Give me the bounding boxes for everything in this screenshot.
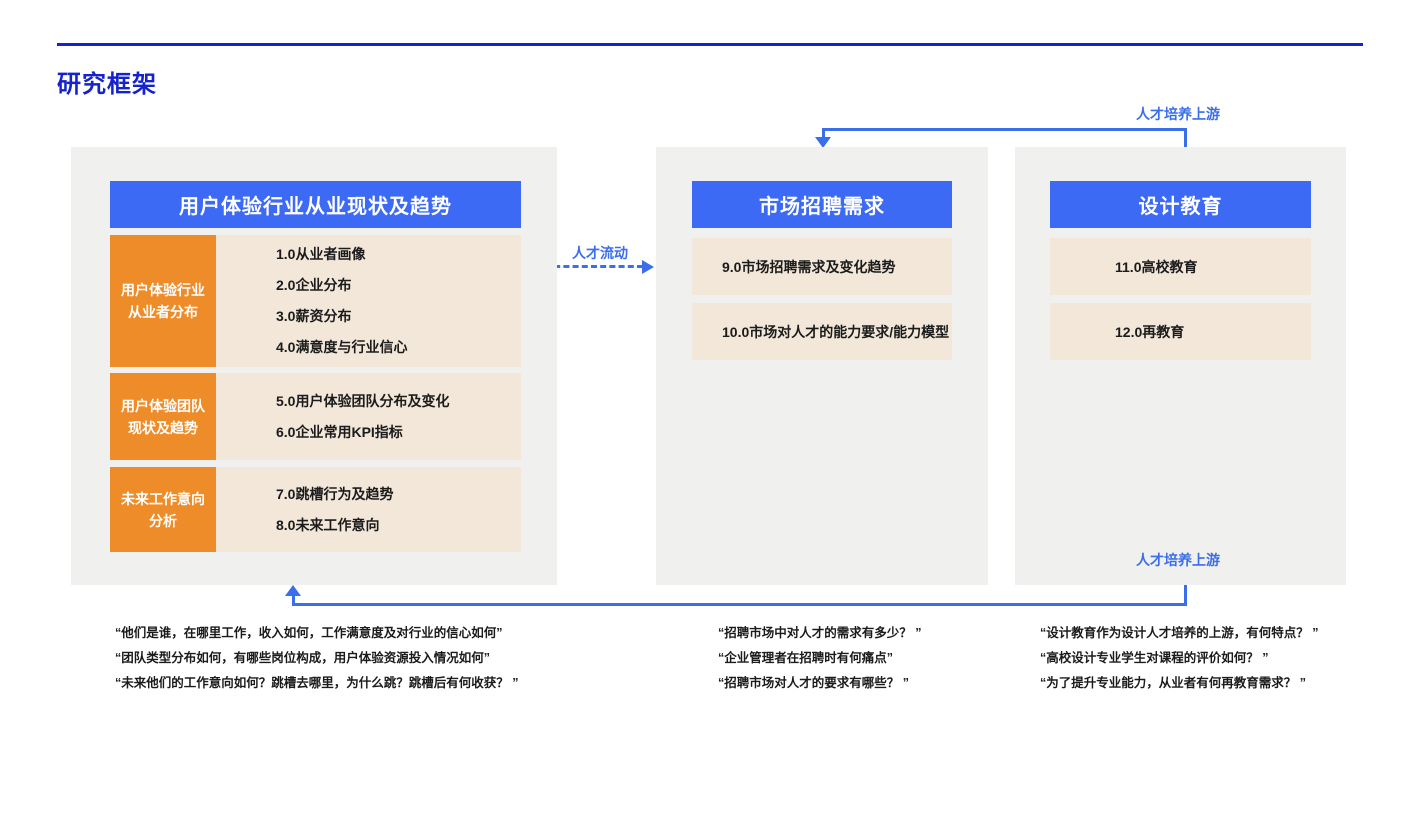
- top-arrow-line: [822, 128, 1187, 147]
- quotes-ux-industry: “他们是谁，在哪里工作，收入如何，工作满意度及对行业的信心如何” “团队类型分布…: [115, 621, 518, 696]
- bottom-arrow-line: [292, 585, 1187, 606]
- row-items-future-intent: 7.0跳槽行为及趋势 8.0未来工作意向: [216, 467, 521, 552]
- list-item: 3.0薪资分布: [276, 308, 352, 324]
- row-label-future-intent: 未来工作意向 分析: [110, 467, 216, 552]
- quote-line: “团队类型分布如何，有哪些岗位构成，用户体验资源投入情况如何”: [115, 651, 491, 665]
- top-arrow-segment: [822, 128, 825, 139]
- panel-market-recruitment: 市场招聘需求 9.0市场招聘需求及变化趋势 10.0市场对人才的能力要求/能力模…: [656, 147, 988, 585]
- row-label-team-status: 用户体验团队 现状及趋势: [110, 373, 216, 460]
- flow-arrow-dashed-line: [545, 265, 643, 268]
- arrowhead-up-icon: [285, 585, 301, 596]
- row-label-line1: 未来工作意向: [121, 490, 205, 507]
- row-label-line2: 现状及趋势: [128, 419, 198, 436]
- row-team-status: 用户体验团队 现状及趋势 5.0用户体验团队分布及变化 6.0企业常用KPI指标: [110, 373, 521, 460]
- list-item: 1.0从业者画像: [276, 246, 366, 262]
- row-practitioner-distribution: 用户体验行业 从业者分布 1.0从业者画像 2.0企业分布 3.0薪资分布 4.…: [110, 235, 521, 367]
- block-ability-model: 10.0市场对人才的能力要求/能力模型: [692, 303, 952, 360]
- row-label-line1: 用户体验团队: [121, 397, 205, 414]
- quotes-recruitment: “招聘市场中对人才的需求有多少？ ” “企业管理者在招聘时有何痛点” “招聘市场…: [718, 621, 921, 696]
- quote-line: “招聘市场中对人才的需求有多少？ ”: [718, 626, 922, 640]
- block-university-education: 11.0高校教育: [1050, 238, 1311, 295]
- arrowhead-right-icon: [642, 260, 654, 274]
- quote-line: “企业管理者在招聘时有何痛点”: [718, 651, 894, 665]
- panel-education-header: 设计教育: [1050, 181, 1311, 228]
- top-arrow-label: 人才培养上游: [1136, 106, 1220, 122]
- block-recruitment-demand: 9.0市场招聘需求及变化趋势: [692, 238, 952, 295]
- row-future-intent: 未来工作意向 分析 7.0跳槽行为及趋势 8.0未来工作意向: [110, 467, 521, 552]
- list-item: 11.0高校教育: [1115, 258, 1198, 275]
- list-item: 9.0市场招聘需求及变化趋势: [722, 258, 896, 275]
- row-label-line1: 用户体验行业: [121, 282, 205, 298]
- top-divider: [57, 43, 1363, 46]
- list-item: 5.0用户体验团队分布及变化: [276, 392, 450, 409]
- quote-line: “高校设计专业学生对课程的评价如何？ ”: [1040, 651, 1269, 665]
- list-item: 2.0企业分布: [276, 277, 352, 293]
- quote-line: “设计教育作为设计人才培养的上游，有何特点？ ”: [1040, 626, 1319, 640]
- quote-line: “未来他们的工作意向如何？跳槽去哪里，为什么跳？跳槽后有何收获？ ”: [115, 676, 519, 690]
- panel-ux-header: 用户体验行业从业现状及趋势: [110, 181, 521, 228]
- block-re-education: 12.0再教育: [1050, 303, 1311, 360]
- bottom-arrow-segment: [292, 596, 295, 606]
- list-item: 7.0跳槽行为及趋势: [276, 485, 394, 502]
- list-item: 6.0企业常用KPI指标: [276, 423, 403, 440]
- page-title: 研究框架: [57, 71, 157, 98]
- quotes-education: “设计教育作为设计人才培养的上游，有何特点？ ” “高校设计专业学生对课程的评价…: [1040, 621, 1318, 696]
- list-item: 10.0市场对人才的能力要求/能力模型: [722, 323, 950, 340]
- panel-ux-industry-status: 用户体验行业从业现状及趋势 用户体验行业 从业者分布 1.0从业者画像 2.0企…: [71, 147, 557, 585]
- row-items-practitioner-distribution: 1.0从业者画像 2.0企业分布 3.0薪资分布 4.0满意度与行业信心: [216, 235, 521, 367]
- list-item: 12.0再教育: [1115, 323, 1185, 340]
- quote-line: “他们是谁，在哪里工作，收入如何，工作满意度及对行业的信心如何”: [115, 626, 503, 640]
- bottom-arrow-label: 人才培养上游: [1136, 552, 1220, 568]
- row-label-practitioner-distribution: 用户体验行业 从业者分布: [110, 235, 216, 367]
- panel-design-education: 设计教育 11.0高校教育 12.0再教育: [1015, 147, 1346, 585]
- list-item: 4.0满意度与行业信心: [276, 339, 408, 355]
- row-items-team-status: 5.0用户体验团队分布及变化 6.0企业常用KPI指标: [216, 373, 521, 460]
- arrowhead-down-icon: [815, 137, 831, 148]
- panel-recruitment-header: 市场招聘需求: [692, 181, 952, 228]
- row-label-line2: 分析: [149, 512, 177, 529]
- flow-arrow-label: 人才流动: [572, 245, 628, 261]
- row-label-line2: 从业者分布: [128, 304, 198, 320]
- quote-line: “招聘市场对人才的要求有哪些？ ”: [718, 676, 909, 690]
- list-item: 8.0未来工作意向: [276, 516, 380, 533]
- quote-line: “为了提升专业能力，从业者有何再教育需求？ ”: [1040, 676, 1306, 690]
